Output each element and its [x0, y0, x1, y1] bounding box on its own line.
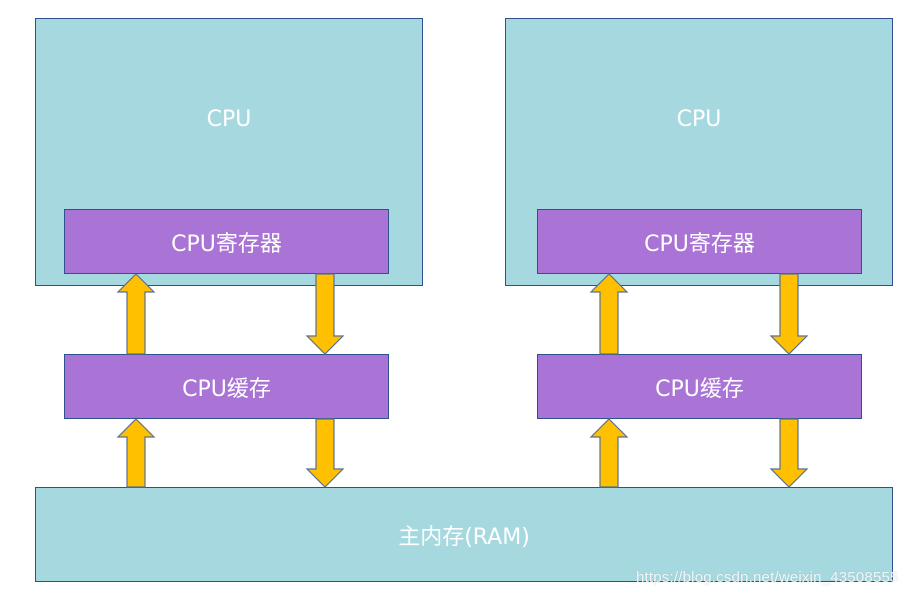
- arrow-up-cache-to-register-2: [589, 273, 629, 355]
- arrow-down-cache-to-ram-1: [305, 418, 345, 488]
- cpu-register-box-2: CPU寄存器: [537, 209, 862, 274]
- main-memory-box: 主内存(RAM): [35, 487, 893, 582]
- main-memory-label: 主内存(RAM): [398, 524, 530, 550]
- arrow-down-cache-to-ram-2: [769, 418, 809, 488]
- cpu-register-box-1: CPU寄存器: [64, 209, 389, 274]
- cpu-register-label-1: CPU寄存器: [171, 231, 282, 257]
- watermark-text: https://blog.csdn.net/weixin_43508555: [636, 569, 899, 586]
- cpu-cache-label-1: CPU缓存: [182, 376, 271, 402]
- arrow-up-ram-to-cache-1: [116, 418, 156, 488]
- cpu-register-label-2: CPU寄存器: [644, 231, 755, 257]
- arrow-down-register-to-cache-2: [769, 273, 809, 355]
- arrow-up-cache-to-register-1: [116, 273, 156, 355]
- arrow-down-register-to-cache-1: [305, 273, 345, 355]
- cpu-label-2: CPU: [676, 107, 722, 132]
- cpu-cache-box-2: CPU缓存: [537, 354, 862, 419]
- cpu-cache-box-1: CPU缓存: [64, 354, 389, 419]
- arrow-up-ram-to-cache-2: [589, 418, 629, 488]
- cpu-label-1: CPU: [206, 107, 252, 132]
- cpu-cache-label-2: CPU缓存: [655, 376, 744, 402]
